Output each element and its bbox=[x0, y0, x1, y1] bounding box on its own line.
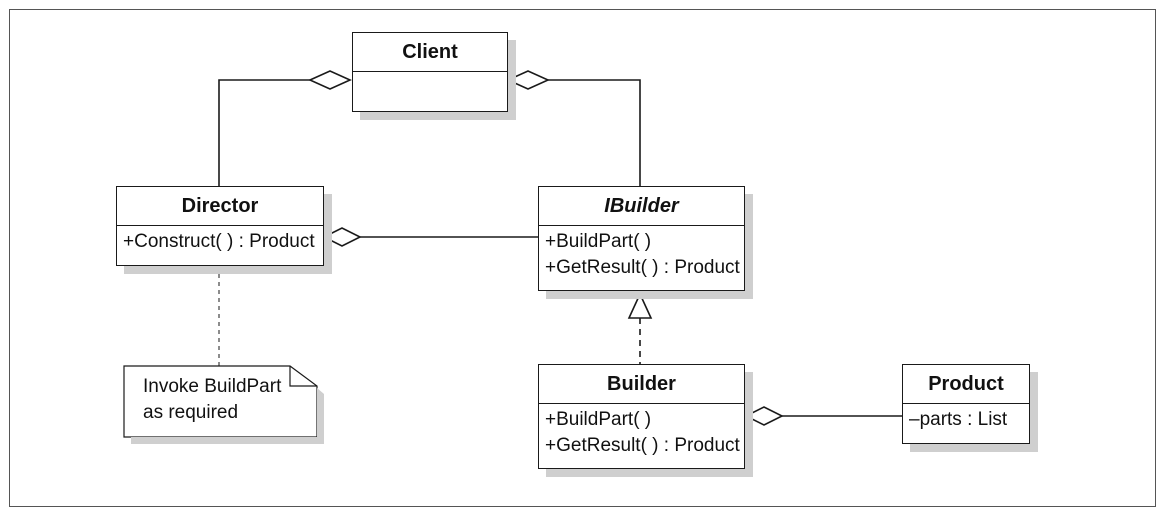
note-shadow-bottom bbox=[131, 437, 324, 444]
product-class: Product –parts : List bbox=[902, 364, 1030, 444]
client-class: Client bbox=[352, 32, 508, 112]
builder-product-diamond bbox=[744, 406, 784, 426]
director-class-name: Director bbox=[117, 187, 323, 226]
note-fold bbox=[289, 366, 317, 387]
builder-class-name: Builder bbox=[539, 365, 744, 404]
director-ibuilder-diamond bbox=[322, 227, 362, 247]
client-director-link bbox=[218, 79, 310, 186]
product-class-name: Product bbox=[903, 365, 1029, 404]
ibuilder-op-getresult: +GetResult( ) : Product bbox=[545, 257, 740, 278]
director-op-construct: +Construct( ) : Product bbox=[123, 231, 315, 252]
note-line-2: as required bbox=[143, 402, 239, 423]
note-line-1: Invoke BuildPart bbox=[143, 376, 282, 397]
builder-operations: +BuildPart( ) +GetResult( ) : Product bbox=[539, 404, 744, 459]
builder-op-getresult: +GetResult( ) : Product bbox=[545, 435, 740, 456]
product-attributes: –parts : List bbox=[903, 404, 1029, 433]
director-class: Director +Construct( ) : Product bbox=[116, 186, 324, 266]
client-class-name: Client bbox=[353, 33, 507, 72]
ibuilder-interface: IBuilder +BuildPart( ) +GetResult( ) : P… bbox=[538, 186, 745, 291]
client-ibuilder-link bbox=[548, 79, 641, 186]
director-operations: +Construct( ) : Product bbox=[117, 226, 323, 255]
note-text: Invoke BuildPart as required bbox=[143, 374, 281, 426]
ibuilder-operations: +BuildPart( ) +GetResult( ) : Product bbox=[539, 226, 744, 281]
builder-op-buildpart: +BuildPart( ) bbox=[545, 409, 652, 430]
realization-arrowhead bbox=[627, 292, 653, 319]
ibuilder-interface-name: IBuilder bbox=[539, 187, 744, 226]
product-attr-parts: –parts : List bbox=[909, 409, 1008, 430]
note-shadow-right bbox=[317, 388, 324, 444]
builder-class: Builder +BuildPart( ) +GetResult( ) : Pr… bbox=[538, 364, 745, 469]
client-ibuilder-diamond bbox=[506, 70, 550, 90]
client-director-diamond bbox=[308, 70, 352, 90]
ibuilder-op-buildpart: +BuildPart( ) bbox=[545, 231, 652, 252]
diagram-frame bbox=[9, 9, 1156, 507]
